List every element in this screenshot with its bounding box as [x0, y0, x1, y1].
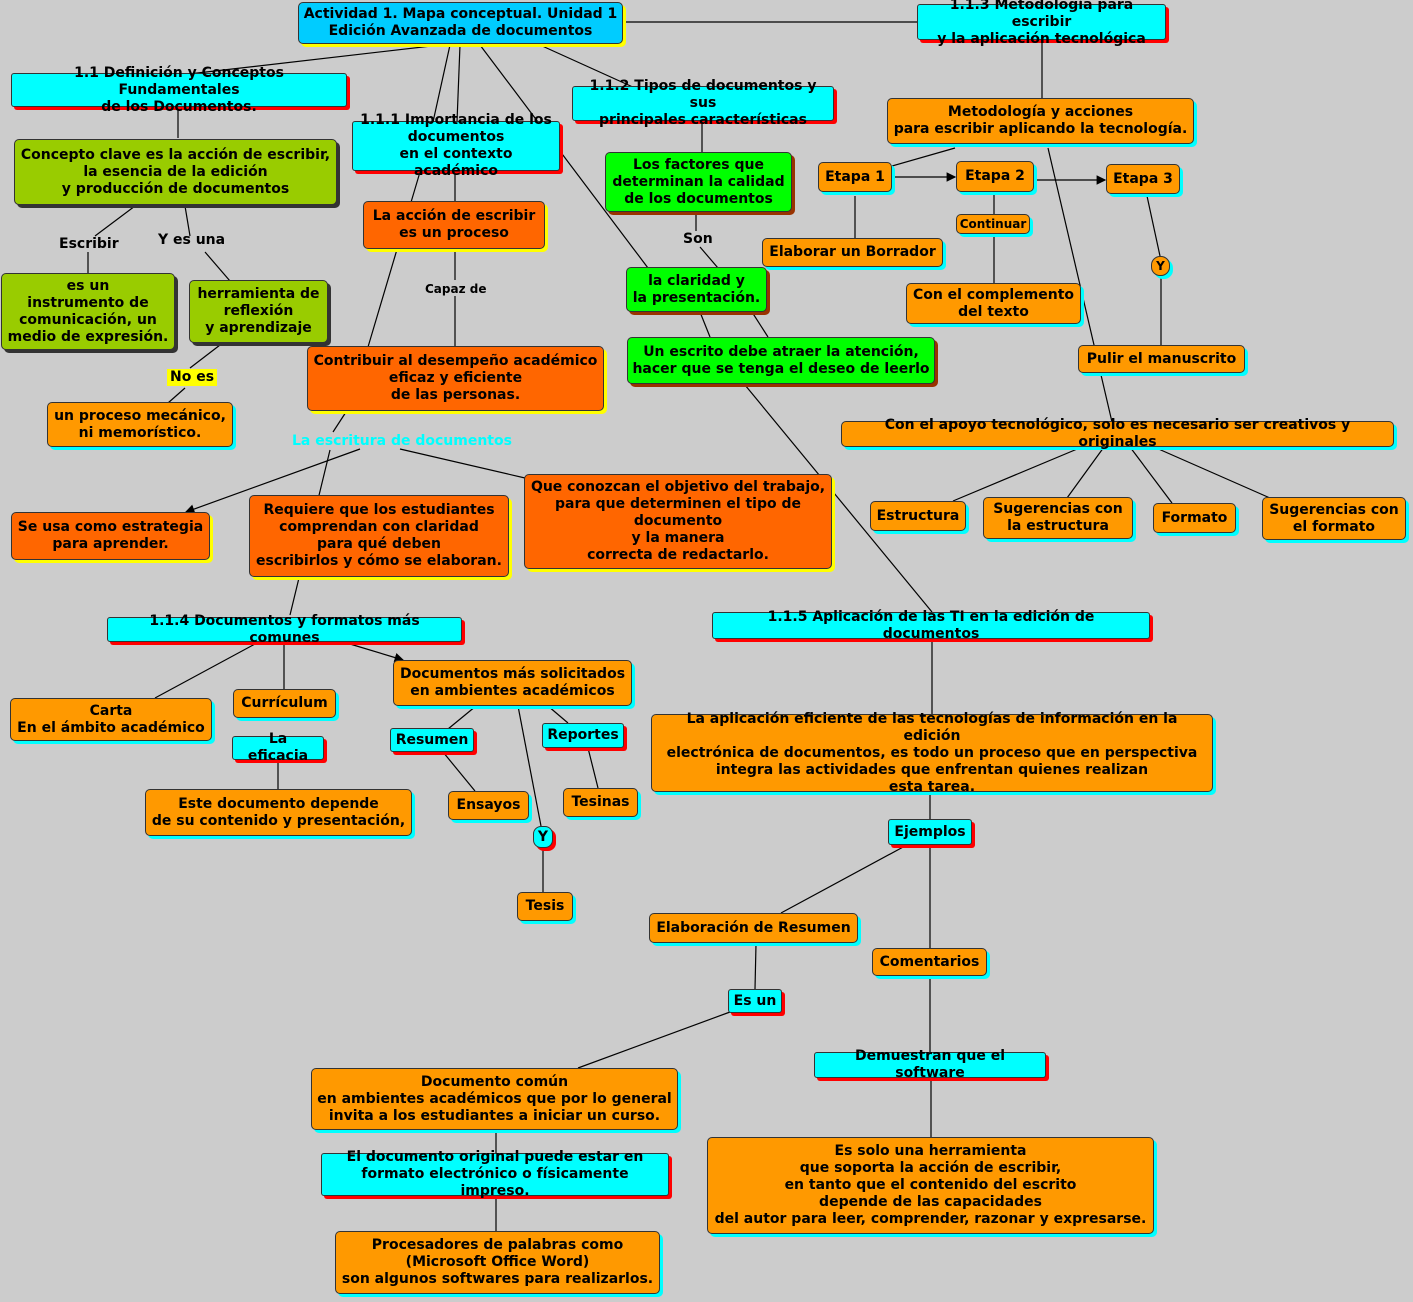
node-es-solo: Es solo una herramienta que soporta la a… — [707, 1137, 1154, 1234]
node-original: El documento original puede estar en for… — [321, 1149, 669, 1199]
node-mecanico: un proceso mecánico, ni memorístico. — [47, 402, 233, 447]
node-carta: Carta En el ámbito académico — [10, 698, 212, 741]
node-contribuir: Contribuir al desempeño académico eficaz… — [307, 346, 604, 411]
node-borrador: Elaborar un Borrador — [762, 238, 943, 267]
node-sugerencias-estructura: Sugerencias con la estructura — [983, 497, 1133, 539]
node-tesis: Tesis — [517, 892, 573, 921]
node-continuar: Continuar — [956, 214, 1030, 234]
section-1-1-4: 1.1.4 Documentos y formatos más comunes — [107, 613, 462, 646]
label-no-es: No es — [167, 369, 218, 386]
node-ejemplos: Ejemplos — [888, 819, 972, 845]
node-formato: Formato — [1153, 503, 1236, 533]
node-instrumento: es un instrumento de comunicación, un me… — [1, 273, 175, 350]
node-etapa-3: Etapa 3 — [1106, 164, 1180, 194]
label-capaz-de: Capaz de — [425, 282, 487, 296]
node-etapa-2: Etapa 2 — [956, 161, 1034, 192]
label-son: Son — [683, 231, 713, 247]
node-elaboracion-resumen: Elaboración de Resumen — [649, 913, 858, 943]
label-y-es-una: Y es una — [158, 232, 226, 248]
node-resumen: Resumen — [390, 728, 474, 752]
node-concepto: Concepto clave es la acción de escribir,… — [14, 139, 337, 205]
node-y-tesis: Y — [533, 826, 553, 848]
node-curriculum: Currículum — [233, 689, 336, 718]
node-estrategia: Se usa como estrategia para aprender. — [11, 512, 210, 560]
node-es-un: Es un — [728, 989, 782, 1013]
node-aplicacion: La aplicación eficiente de las tecnologí… — [651, 711, 1213, 795]
section-1-1-3: 1.1.3 Metodología para escribir y la apl… — [917, 0, 1166, 47]
node-objetivo: Que conozcan el objetivo del trabajo, pa… — [524, 474, 832, 569]
node-sugerencias-formato: Sugerencias con el formato — [1262, 497, 1406, 540]
node-eficacia: La eficacia — [232, 731, 324, 764]
node-estructura: Estructura — [870, 501, 966, 531]
node-factores: Los factores que determinan la calidad d… — [605, 152, 792, 212]
label-escribir: Escribir — [59, 236, 119, 252]
node-procesadores: Procesadores de palabras como (Microsoft… — [335, 1231, 660, 1294]
node-y-etapa: Y — [1151, 256, 1170, 276]
node-depende: Este documento depende de su contenido y… — [145, 789, 412, 836]
node-comentarios: Comentarios — [872, 948, 987, 976]
node-pulir: Pulir el manuscrito — [1078, 345, 1245, 373]
node-accion-escribir: La acción de escribir es un proceso — [363, 201, 545, 249]
node-claridad: la claridad y la presentación. — [626, 267, 767, 312]
section-1-1-1: 1.1.1 Importancia de los documentos en e… — [352, 112, 560, 179]
node-metodologia: Metodología y acciones para escribir apl… — [887, 98, 1194, 144]
node-documento-comun: Documento común en ambientes académicos … — [311, 1068, 678, 1130]
section-1-1: 1.1 Definición y Conceptos Fundamentales… — [11, 65, 347, 115]
node-ensayos: Ensayos — [448, 791, 529, 820]
node-solicitados: Documentos más solicitados en ambientes … — [393, 660, 632, 706]
node-atraer: Un escrito debe atraer la atención, hace… — [627, 337, 935, 384]
node-requiere: Requiere que los estudiantes comprendan … — [249, 495, 509, 577]
section-1-1-2: 1.1.2 Tipos de documentos y sus principa… — [572, 78, 834, 128]
node-demuestran: Demuestran que el software — [814, 1048, 1046, 1081]
section-1-1-5: 1.1.5 Aplicación de las TI en la edición… — [712, 609, 1150, 642]
node-herramienta: herramienta de reflexión y aprendizaje — [189, 280, 328, 343]
node-complemento: Con el complemento del texto — [906, 283, 1081, 324]
label-escritura: La escritura de documentos — [292, 433, 512, 449]
node-apoyo: Con el apoyo tecnológico, solo es necesa… — [841, 417, 1394, 450]
node-reportes: Reportes — [542, 723, 624, 748]
node-tesinas: Tesinas — [563, 788, 638, 817]
map-title: Actividad 1. Mapa conceptual. Unidad 1 E… — [298, 2, 623, 44]
node-etapa-1: Etapa 1 — [818, 162, 892, 192]
